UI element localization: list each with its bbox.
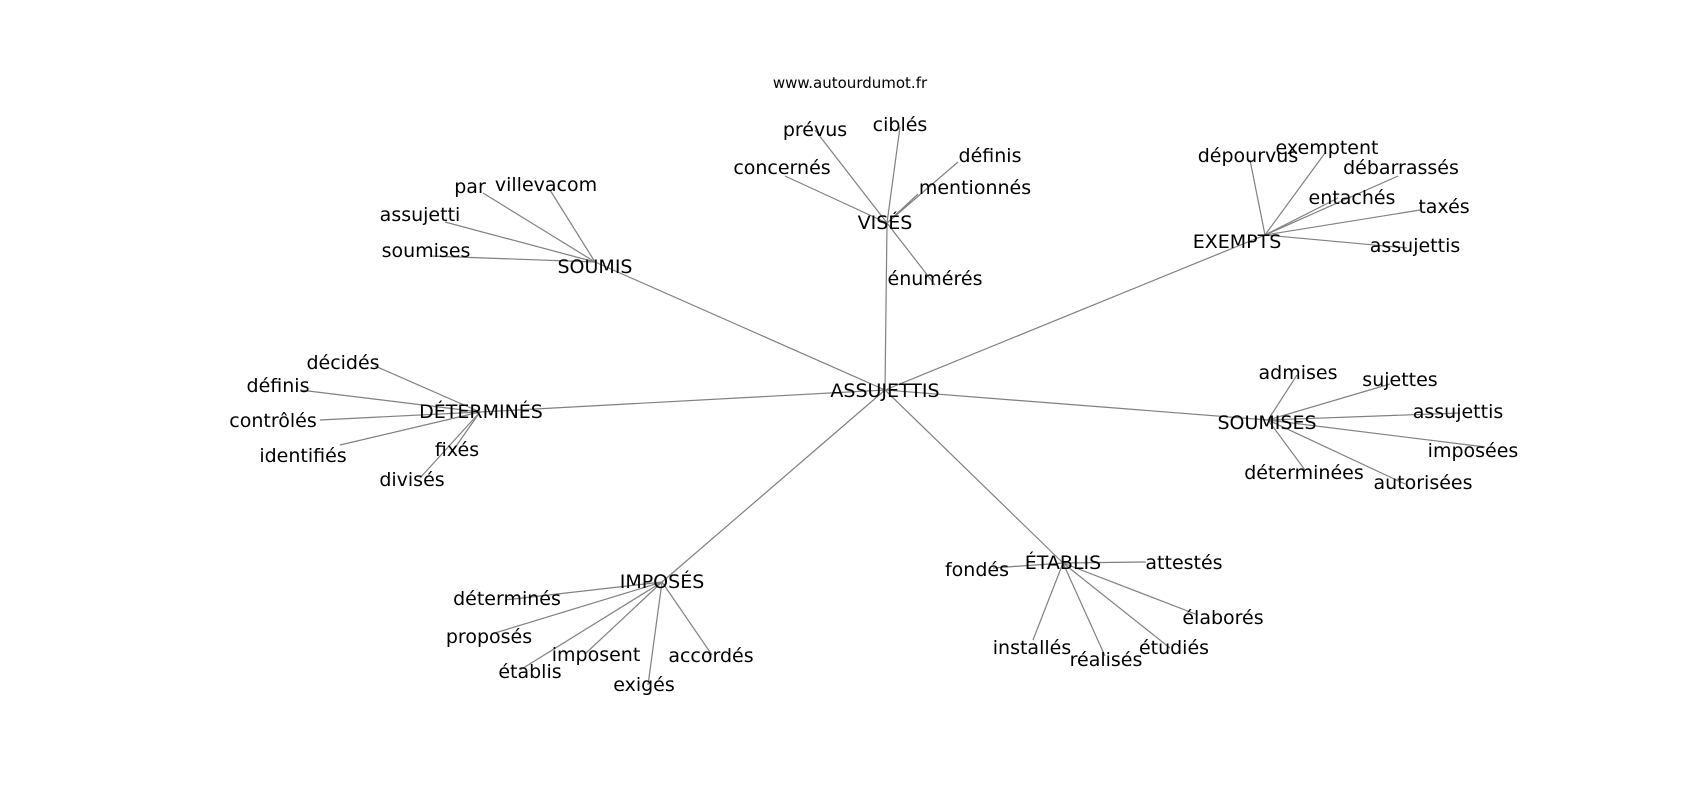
edge-exempts-leaf-4: [1264, 209, 1421, 236]
leaf-node-exempts-2: débarrassés: [1343, 157, 1459, 179]
edge-vises-leaf-0: [814, 129, 888, 224]
edge-determines-leaf-5: [419, 411, 481, 479]
leaf-node-determines-3: identifiés: [259, 445, 346, 467]
edge-determines-leaf-2: [319, 411, 481, 421]
leaf-node-vises-3: concernés: [733, 157, 830, 179]
leaf-node-imposes-0: déterminés: [453, 588, 561, 610]
edge-soumises-leaf-1: [1267, 383, 1391, 421]
center-node-label: ASSUJETTIS: [830, 380, 939, 402]
leaf-node-imposes-4: exigés: [613, 674, 675, 696]
edge-determines-leaf-4: [451, 411, 481, 453]
edge-vises-leaf-4: [886, 193, 919, 224]
edge-vises-leaf-3: [784, 175, 888, 224]
leaf-node-determines-2: contrôlés: [229, 410, 316, 432]
edge-exempts-leaf-1: [1264, 152, 1326, 236]
edge-exempts-leaf-2: [1264, 175, 1399, 236]
leaf-node-determines-5: divisés: [379, 469, 444, 491]
leaf-node-imposes-2: imposent: [552, 644, 641, 666]
leaf-node-determines-1: définis: [247, 375, 310, 397]
hub-node-soumis: SOUMIS: [558, 256, 633, 278]
edge-imposes-leaf-2: [584, 581, 663, 655]
leaf-node-exempts-0: dépourvus: [1198, 145, 1298, 167]
edge-imposes-leaf-0: [504, 581, 663, 601]
leaf-node-soumises-4: déterminées: [1244, 462, 1363, 484]
leaf-node-soumis-0: par: [454, 176, 486, 198]
leaf-node-soumises-3: imposées: [1428, 440, 1519, 462]
leaf-node-exempts-3: entachés: [1309, 187, 1396, 209]
leaf-node-soumises-5: autorisées: [1373, 472, 1472, 494]
leaf-node-determines-4: fixés: [435, 439, 479, 461]
hub-node-etablis: ÉTABLIS: [1025, 551, 1101, 574]
leaf-node-imposes-1: proposés: [446, 626, 532, 648]
leaf-node-exempts-5: assujettis: [1370, 235, 1461, 257]
edge-soumises-leaf-5: [1267, 419, 1406, 485]
edge-etablis-leaf-5: [1062, 562, 1171, 649]
edge-etablis-leaf-4: [1062, 562, 1106, 657]
edge-exempts-leaf-5: [1264, 234, 1408, 249]
edge-determines-leaf-3: [339, 411, 481, 446]
edge-exempts-leaf-0: [1249, 159, 1266, 236]
edge-center-soumis: [594, 261, 886, 391]
edge-soumises-leaf-0: [1267, 374, 1298, 421]
edge-vises-leaf-5: [886, 222, 936, 286]
edge-center-etablis: [884, 389, 1064, 564]
leaf-node-soumises-2: assujettis: [1413, 401, 1504, 423]
source-label: www.autourdumot.fr: [773, 74, 928, 92]
leaf-node-exempts-1: exemptent: [1276, 137, 1379, 159]
edge-center-exempts: [884, 234, 1266, 391]
edge-center-imposes: [661, 389, 886, 583]
leaf-node-vises-1: ciblés: [873, 114, 928, 136]
leaf-node-exempts-4: taxés: [1418, 196, 1469, 218]
leaf-node-soumis-1: villevacom: [495, 174, 597, 196]
edge-determines-leaf-1: [299, 389, 481, 413]
hub-node-determines: DÉTERMINÉS: [419, 400, 543, 423]
hub-node-vises: VISÉS: [858, 211, 913, 234]
edge-soumises-leaf-4: [1267, 419, 1306, 471]
leaf-node-vises-2: définis: [959, 145, 1022, 167]
edge-imposes-leaf-3: [519, 581, 663, 671]
leaf-node-soumis-2: assujetti: [380, 204, 461, 226]
leaf-node-etablis-2: élaborés: [1182, 607, 1263, 629]
leaf-node-determines-0: décidés: [306, 352, 379, 374]
leaf-node-vises-0: prévus: [783, 119, 847, 141]
hub-node-imposes: IMPOSÉS: [620, 570, 705, 593]
edge-center-soumises: [884, 389, 1269, 421]
leaf-node-imposes-5: accordés: [668, 645, 753, 667]
edge-exempts-leaf-3: [1264, 197, 1339, 236]
leaf-node-imposes-3: établis: [498, 661, 561, 683]
edge-soumises-leaf-2: [1267, 412, 1461, 421]
leaf-node-etablis-4: réalisés: [1070, 649, 1143, 671]
edge-vises-leaf-2: [886, 161, 959, 224]
hub-node-exempts: EXEMPTS: [1193, 231, 1282, 253]
edge-etablis-leaf-1: [1062, 561, 1147, 564]
leaf-node-etablis-0: fondés: [945, 559, 1009, 581]
edge-etablis-leaf-3: [1032, 562, 1064, 641]
edge-imposes-leaf-5: [661, 581, 713, 656]
edge-imposes-leaf-4: [647, 581, 663, 686]
edge-etablis-leaf-2: [1062, 562, 1199, 616]
graph-edges: [299, 126, 1486, 686]
hub-node-soumises: SOUMISES: [1217, 412, 1316, 434]
leaf-node-soumis-3: soumises: [382, 240, 471, 262]
graph-labels: www.autourdumot.fr ASSUJETTIS VISÉS prévus…: [229, 74, 1518, 696]
edge-soumises-leaf-3: [1267, 419, 1486, 448]
edge-soumis-leaf-2: [444, 221, 596, 263]
leaf-node-soumises-0: admises: [1259, 362, 1338, 384]
edge-etablis-leaf-0: [992, 562, 1064, 569]
leaf-node-vises-4: mentionnés: [919, 177, 1031, 199]
edge-soumis-leaf-1: [549, 189, 596, 263]
leaf-node-etablis-5: étudiés: [1139, 637, 1209, 659]
edge-vises-leaf-1: [886, 126, 901, 224]
leaf-node-vises-5: énumérés: [888, 268, 983, 290]
edge-center-vises: [884, 222, 888, 391]
leaf-node-etablis-3: installés: [993, 637, 1071, 659]
edge-determines-leaf-0: [374, 365, 481, 413]
leaf-node-etablis-1: attestés: [1145, 552, 1222, 574]
edge-soumis-leaf-0: [482, 192, 596, 263]
edge-center-determines: [479, 389, 886, 413]
edge-imposes-leaf-1: [494, 581, 663, 634]
edge-soumis-leaf-3: [429, 255, 596, 263]
leaf-node-soumises-1: sujettes: [1362, 369, 1437, 391]
